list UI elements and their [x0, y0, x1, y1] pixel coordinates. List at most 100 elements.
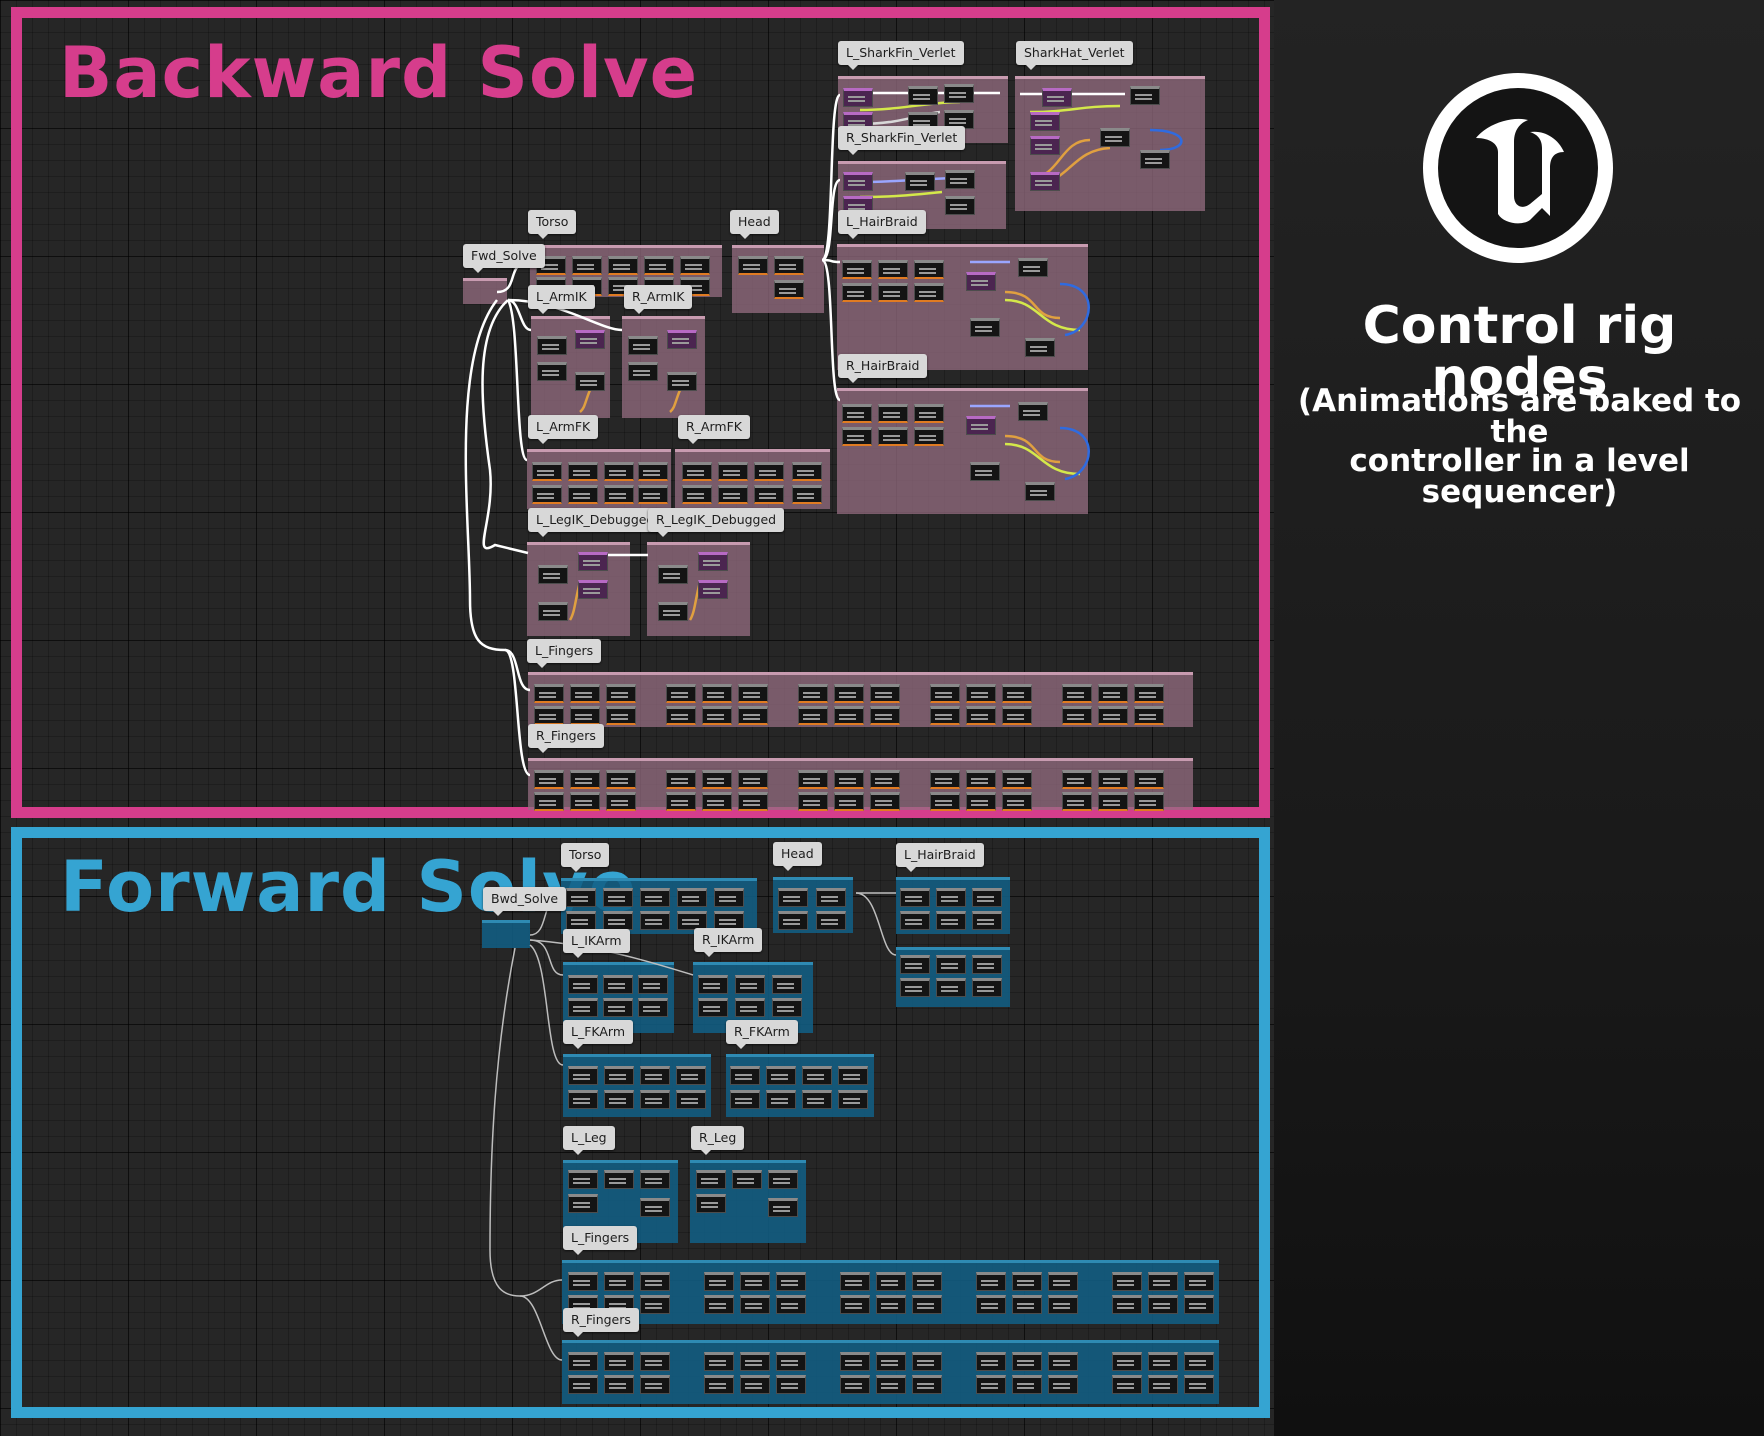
- node[interactable]: [640, 1295, 670, 1314]
- node[interactable]: [766, 1090, 796, 1109]
- node[interactable]: [534, 770, 564, 789]
- node[interactable]: [608, 256, 638, 275]
- node[interactable]: [776, 1352, 806, 1371]
- node[interactable]: [638, 485, 668, 504]
- node[interactable]: [970, 318, 1000, 337]
- node[interactable]: [603, 888, 633, 907]
- node[interactable]: [878, 283, 908, 302]
- node[interactable]: [792, 485, 822, 504]
- tag-l-legik-debugged[interactable]: L_LegIK_Debugged: [528, 508, 663, 537]
- node[interactable]: [840, 1272, 870, 1291]
- node[interactable]: [972, 978, 1002, 997]
- node[interactable]: [930, 706, 960, 725]
- node[interactable]: [972, 955, 1002, 974]
- node[interactable]: [740, 1295, 770, 1314]
- node[interactable]: [912, 1375, 942, 1394]
- node[interactable]: [572, 256, 602, 275]
- node[interactable]: [568, 1066, 598, 1085]
- node[interactable]: [568, 1375, 598, 1394]
- node[interactable]: [568, 998, 598, 1017]
- node[interactable]: [843, 88, 873, 107]
- node[interactable]: [842, 427, 872, 446]
- node[interactable]: [772, 975, 802, 994]
- node[interactable]: [604, 485, 634, 504]
- node[interactable]: [568, 975, 598, 994]
- tag-fwd-solve[interactable]: Fwd_Solve: [463, 244, 545, 273]
- node[interactable]: [936, 888, 966, 907]
- node[interactable]: [1048, 1375, 1078, 1394]
- node[interactable]: [575, 330, 605, 349]
- tag-fwd-l-leg[interactable]: L_Leg: [563, 1126, 615, 1155]
- node[interactable]: [570, 770, 600, 789]
- node[interactable]: [1184, 1272, 1214, 1291]
- node[interactable]: [972, 888, 1002, 907]
- tag-sharkhat-verlet[interactable]: SharkHat_Verlet: [1016, 41, 1133, 70]
- node[interactable]: [768, 1170, 798, 1189]
- node[interactable]: [704, 1272, 734, 1291]
- node[interactable]: [908, 86, 938, 105]
- node[interactable]: [677, 888, 707, 907]
- tag-l-armik[interactable]: L_ArmIK: [528, 285, 595, 314]
- node[interactable]: [945, 196, 975, 215]
- node[interactable]: [1030, 136, 1060, 155]
- node[interactable]: [538, 565, 568, 584]
- tag-head[interactable]: Head: [730, 210, 779, 239]
- node[interactable]: [1012, 1375, 1042, 1394]
- tag-r-hairbraid[interactable]: R_HairBraid: [838, 354, 928, 383]
- node[interactable]: [575, 372, 605, 391]
- tag-fwd-l-ikarm[interactable]: L_IKArm: [563, 929, 630, 958]
- tag-fwd-l-fkarm[interactable]: L_FKArm: [563, 1020, 634, 1049]
- node[interactable]: [772, 998, 802, 1017]
- node[interactable]: [912, 1352, 942, 1371]
- node[interactable]: [603, 911, 633, 930]
- node[interactable]: [774, 256, 804, 275]
- node[interactable]: [604, 1170, 634, 1189]
- node[interactable]: [1148, 1295, 1178, 1314]
- node[interactable]: [966, 416, 996, 435]
- node[interactable]: [1134, 792, 1164, 811]
- node[interactable]: [714, 888, 744, 907]
- node[interactable]: [730, 1066, 760, 1085]
- node[interactable]: [842, 260, 872, 279]
- node[interactable]: [1184, 1375, 1214, 1394]
- node[interactable]: [876, 1295, 906, 1314]
- node[interactable]: [658, 602, 688, 621]
- node[interactable]: [676, 1066, 706, 1085]
- comment-fwd-l-fingers[interactable]: [562, 1260, 1219, 1324]
- node[interactable]: [738, 792, 768, 811]
- node[interactable]: [702, 706, 732, 725]
- node[interactable]: [870, 706, 900, 725]
- tag-fwd-torso[interactable]: Torso: [561, 843, 610, 872]
- node[interactable]: [1030, 112, 1060, 131]
- node[interactable]: [900, 888, 930, 907]
- node[interactable]: [738, 770, 768, 789]
- node[interactable]: [1134, 684, 1164, 703]
- node[interactable]: [966, 792, 996, 811]
- node[interactable]: [682, 462, 712, 481]
- node[interactable]: [970, 462, 1000, 481]
- node[interactable]: [603, 975, 633, 994]
- node[interactable]: [776, 1272, 806, 1291]
- comment-bwd-solve[interactable]: [482, 920, 530, 948]
- node[interactable]: [1048, 1272, 1078, 1291]
- node[interactable]: [914, 283, 944, 302]
- node[interactable]: [776, 1295, 806, 1314]
- node[interactable]: [768, 1198, 798, 1217]
- node[interactable]: [640, 1198, 670, 1217]
- node[interactable]: [878, 260, 908, 279]
- node[interactable]: [537, 336, 567, 355]
- node[interactable]: [1098, 684, 1128, 703]
- node[interactable]: [604, 1066, 634, 1085]
- node[interactable]: [834, 684, 864, 703]
- node[interactable]: [798, 684, 828, 703]
- node[interactable]: [976, 1375, 1006, 1394]
- node[interactable]: [1012, 1295, 1042, 1314]
- tag-fwd-r-leg[interactable]: R_Leg: [691, 1126, 745, 1155]
- node[interactable]: [1002, 706, 1032, 725]
- node[interactable]: [870, 770, 900, 789]
- node[interactable]: [834, 706, 864, 725]
- node[interactable]: [834, 770, 864, 789]
- node[interactable]: [698, 552, 728, 571]
- tag-bwd-solve[interactable]: Bwd_Solve: [483, 887, 567, 916]
- node[interactable]: [704, 1375, 734, 1394]
